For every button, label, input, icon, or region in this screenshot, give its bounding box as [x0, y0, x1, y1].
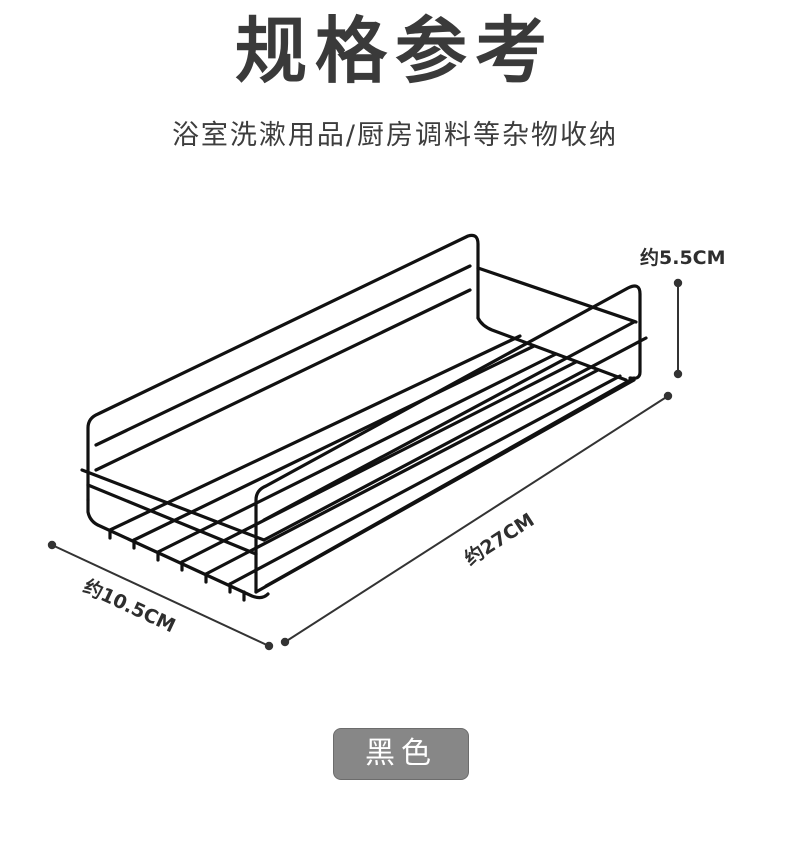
height-dimension-label: 约5.5CM [640, 246, 726, 269]
width-dimension-line [47, 540, 274, 651]
color-option-badge[interactable]: 黑色 [333, 728, 469, 780]
length-dimension-line [280, 391, 673, 647]
width-dimension-label: 约10.5CM [80, 575, 179, 638]
wire-rack [80, 233, 648, 602]
page-subtitle: 浴室洗漱用品/厨房调料等杂物收纳 [171, 120, 619, 151]
height-dimension-line [673, 278, 683, 379]
length-dimension-label: 约27CM [460, 508, 538, 570]
page-title: 规格参考 [234, 9, 555, 93]
